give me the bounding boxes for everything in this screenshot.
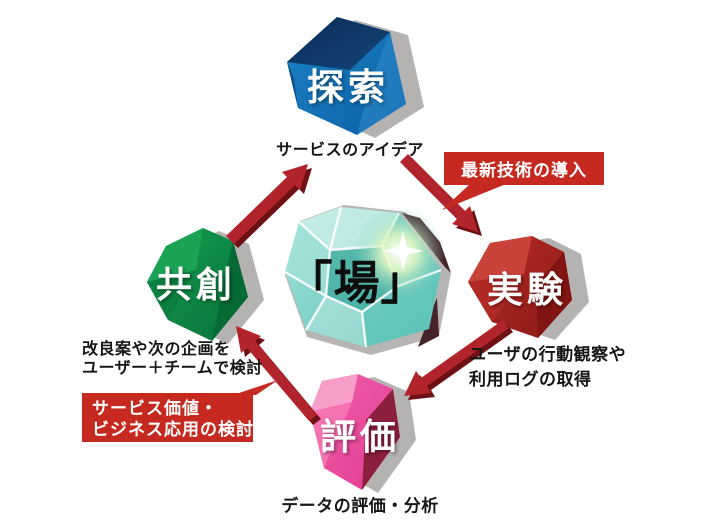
arrow-hyouka-to-kyousou [236,326,321,425]
callout-service-text: サービス価値・ ビジネス応用の検討 [92,399,254,439]
node-jikken-label: 実験 [486,269,568,310]
node-jikken-gem [468,236,589,340]
center-ba-label: 「場」 [286,257,428,309]
arrow-kyousou-to-tansaku [226,164,312,248]
callout-service-bubble [82,380,278,442]
node-hyouka-label: 評価 [319,416,401,457]
node-kyousou-gem [147,228,264,344]
arrow-tansaku-to-jikken [400,154,482,236]
node-kyousou-label: 共創 [155,264,237,305]
node-tansaku-cube [287,17,424,138]
arrow-jikken-to-hyouka [404,320,513,400]
caption-kyousou: 改良案や次の企画を ユーザー＋チームで検討 [82,341,263,377]
callout-saishin-bubble [442,152,604,210]
node-tansaku-label: 探索 [307,67,389,108]
center-ba-gem [284,205,451,355]
callout-saishin-text: 最新技術の導入 [461,161,587,180]
caption-hyouka: データの評価・分析 [281,496,439,516]
caption-jikken: ユーザの行動観察や 利用ログの取得 [469,345,627,389]
caption-tansaku: サービスのアイデア [276,142,424,159]
